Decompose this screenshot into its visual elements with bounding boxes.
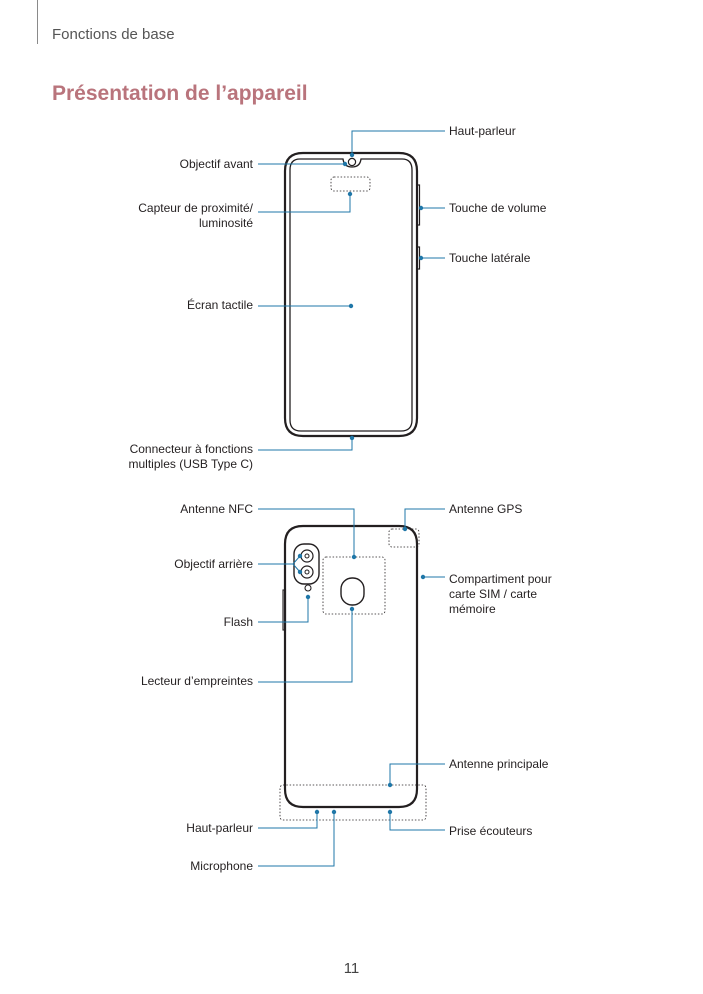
- label-earphone-jack: Prise écouteurs: [449, 824, 533, 838]
- back-callout-dots: [297, 526, 426, 815]
- flash-shape: [304, 584, 312, 592]
- callout-main-antenna: [389, 763, 445, 785]
- front-device-illustration: [283, 151, 421, 438]
- back-body-outline: [283, 524, 419, 809]
- label-front-camera: Objectif avant: [179, 157, 253, 171]
- volume-key-shape: [416, 184, 421, 226]
- callout-flash: [258, 597, 309, 623]
- label-side-key: Touche latérale: [449, 251, 531, 265]
- back-device-illustration: [279, 524, 427, 821]
- callout-nfc: [258, 508, 355, 557]
- callout-back-speaker: [258, 812, 318, 829]
- page-heading: Présentation de l’appareil: [52, 82, 308, 105]
- nfc-area: [322, 556, 386, 615]
- callout-front-speaker: [351, 130, 445, 155]
- callout-gps: [404, 508, 445, 529]
- label-fingerprint: Lecteur d’empreintes: [140, 674, 253, 688]
- front-callouts: [258, 130, 445, 451]
- back-callouts: [258, 508, 445, 867]
- label-microphone: Microphone: [190, 859, 253, 873]
- label-rear-camera: Objectif arrière: [174, 557, 253, 571]
- label-front-speaker: Haut-parleur: [449, 124, 516, 138]
- front-callout-dots: [342, 152, 424, 441]
- label-nfc: Antenne NFC: [180, 502, 253, 516]
- page-number: 11: [343, 960, 360, 977]
- label-back-speaker: Haut-parleur: [186, 821, 253, 835]
- label-flash: Flash: [223, 615, 253, 629]
- front-camera-shape: [347, 157, 357, 167]
- label-volume-key: Touche de volume: [449, 201, 547, 215]
- label-main-antenna: Antenne principale: [449, 757, 549, 771]
- rear-camera-module: [293, 543, 320, 585]
- label-gps: Antenne GPS: [449, 502, 523, 516]
- sensor-area: [330, 176, 371, 192]
- section-title: Fonctions de base: [52, 26, 175, 43]
- callout-microphone: [258, 812, 335, 867]
- main-antenna-area: [279, 784, 427, 821]
- label-sensor: Capteur de proximité/ luminosité: [138, 201, 253, 230]
- label-touchscreen: Écran tactile: [186, 298, 253, 312]
- callout-sensor: [258, 194, 351, 213]
- fingerprint-sensor-shape: [340, 577, 365, 606]
- front-screen-outline: [289, 158, 413, 432]
- callout-earphone-jack: [389, 812, 445, 831]
- rear-camera-lens-2: [300, 565, 314, 579]
- label-usb: Connecteur à fonctions multiples (USB Ty…: [128, 442, 253, 471]
- back-side-button: [282, 589, 287, 631]
- section-rule: [37, 0, 38, 44]
- callout-usb: [258, 438, 353, 451]
- gps-area: [388, 528, 420, 548]
- label-sim-tray: Compartiment pour carte SIM / carte mémo…: [449, 572, 552, 616]
- callout-fingerprint: [258, 609, 353, 683]
- rear-camera-lens-1: [300, 549, 314, 563]
